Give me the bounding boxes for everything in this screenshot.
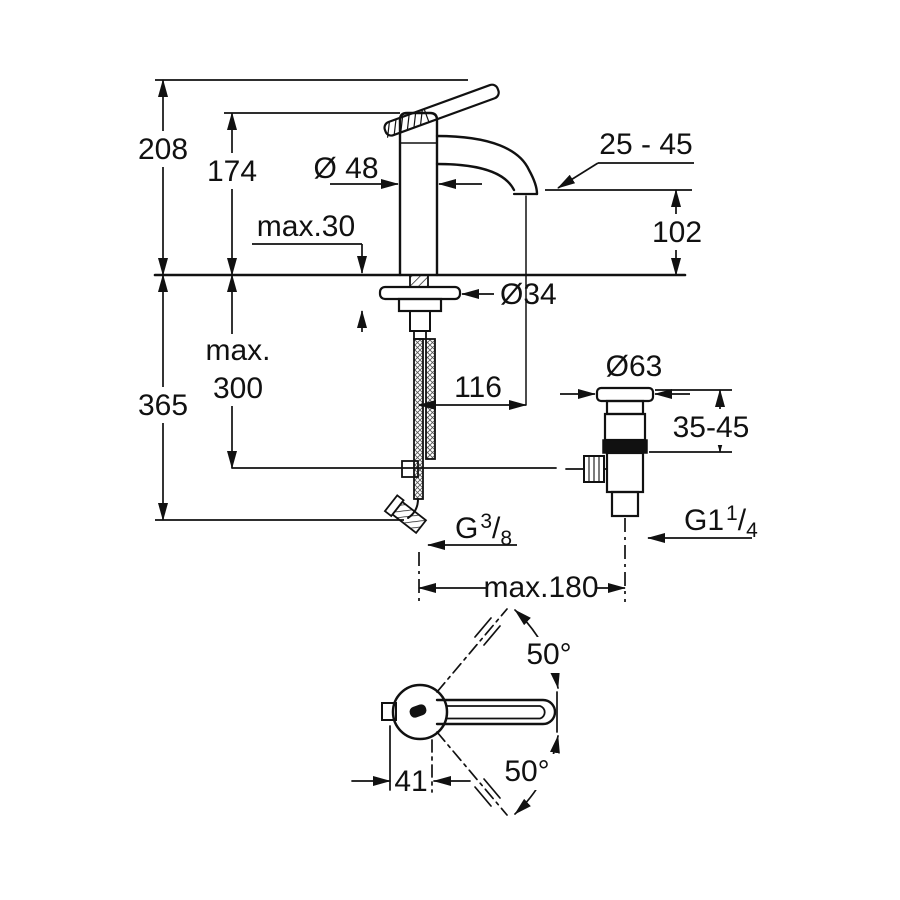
label-mask bbox=[132, 131, 194, 167]
g114-sup: 1 bbox=[726, 502, 738, 525]
g114-base: G1 bbox=[684, 504, 724, 537]
drain-tailpiece bbox=[610, 490, 640, 518]
mounting-washer bbox=[378, 285, 462, 301]
label-mask bbox=[132, 387, 194, 423]
dia-34-label: Ø34 bbox=[500, 278, 557, 311]
angle-lower-label: 50° bbox=[504, 755, 549, 788]
popup-rod-fitting bbox=[401, 460, 419, 478]
mounting-step bbox=[413, 330, 427, 340]
spout-inner bbox=[435, 162, 516, 192]
max-word-label: max. bbox=[205, 334, 270, 367]
g114-sub: 4 bbox=[746, 519, 758, 542]
spout-outer bbox=[435, 134, 539, 196]
lever-handle bbox=[383, 83, 500, 138]
drain-seal bbox=[602, 439, 648, 454]
drain-flange bbox=[595, 386, 655, 403]
drain-assembly bbox=[583, 386, 655, 518]
swivel-line-lower bbox=[436, 731, 508, 816]
dim-102-label: 102 bbox=[652, 216, 702, 249]
dia-48-label: Ø 48 bbox=[313, 152, 378, 185]
dimension-labels: 208 174 Ø 48 25 - 45 102 max.30 Ø34 max.… bbox=[132, 128, 758, 798]
dim-208-label: 208 bbox=[138, 133, 188, 166]
g38-sub: 8 bbox=[500, 527, 512, 550]
label-mask bbox=[487, 571, 597, 605]
mounting-nut bbox=[397, 297, 443, 313]
dim-41-label: 41 bbox=[394, 765, 427, 798]
g114-slash: / bbox=[738, 504, 747, 537]
plan-body-circle bbox=[391, 683, 449, 741]
plan-handle-inner bbox=[446, 705, 546, 720]
label-mask bbox=[498, 754, 558, 790]
label-mask bbox=[520, 637, 580, 673]
flex-hose-right bbox=[425, 338, 436, 460]
dim-35-45-label: 35-45 bbox=[673, 411, 750, 444]
g38-label: G3/8 bbox=[455, 510, 512, 550]
lever-hatch bbox=[387, 108, 430, 138]
hose-end-fitting bbox=[383, 494, 428, 535]
mounting-shank bbox=[409, 274, 429, 288]
max-180-label: max.180 bbox=[483, 571, 598, 604]
label-mask bbox=[203, 153, 261, 189]
dim-116-label: 116 bbox=[454, 371, 502, 404]
g38-slash: / bbox=[492, 512, 501, 545]
label-mask bbox=[672, 409, 750, 445]
label-mask bbox=[393, 764, 430, 798]
angle-upper-label: 50° bbox=[526, 638, 571, 671]
swivel-ticks-lower bbox=[474, 778, 501, 807]
dia-63-label: Ø63 bbox=[606, 350, 663, 383]
swivel-line-upper bbox=[436, 608, 508, 693]
leader-arrow-25-45 bbox=[557, 162, 599, 189]
spout-range-label: 25 - 45 bbox=[599, 128, 692, 161]
drain-lower-body bbox=[605, 451, 645, 494]
g114-label: G11/4 bbox=[684, 502, 758, 542]
max-30-label: max.30 bbox=[257, 210, 355, 243]
plan-spout-stub bbox=[381, 702, 397, 721]
g38-sup: 3 bbox=[480, 510, 492, 533]
g38-base: G bbox=[455, 512, 478, 545]
faucet-body bbox=[398, 111, 439, 277]
dim-174-label: 174 bbox=[207, 155, 257, 188]
dim-365-label: 365 bbox=[138, 389, 188, 422]
swivel-ticks-upper bbox=[474, 617, 501, 646]
side-view bbox=[153, 83, 687, 535]
mounting-adapter bbox=[409, 310, 431, 332]
label-mask bbox=[649, 214, 705, 250]
plan-handle-outer bbox=[435, 698, 557, 726]
drain-upper-body bbox=[603, 412, 647, 442]
drain-neck bbox=[605, 399, 645, 416]
label-mask bbox=[205, 334, 271, 406]
plan-cartridge-slot bbox=[409, 704, 427, 718]
drain-knob bbox=[583, 455, 608, 483]
dim-300-label: 300 bbox=[213, 372, 263, 405]
plan-view bbox=[351, 608, 560, 816]
